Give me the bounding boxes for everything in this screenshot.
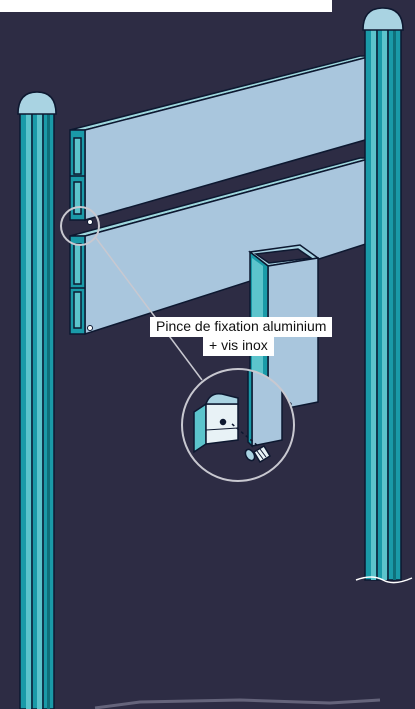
zoom-leader-line xyxy=(95,237,203,381)
top-white-strip xyxy=(0,0,332,12)
left-post xyxy=(17,91,57,709)
callout-label-line1: Pince de fixation aluminium xyxy=(150,317,333,337)
stainless-screw-icon xyxy=(244,444,272,464)
aluminium-clip-icon xyxy=(193,392,239,454)
ground-stroke xyxy=(94,698,381,709)
right-post xyxy=(355,7,413,584)
left-post-cap xyxy=(17,91,57,115)
zoom-source-circle xyxy=(60,206,100,246)
lower-panel xyxy=(69,157,373,336)
callout-label-line2: + vis inox xyxy=(203,336,274,356)
upper-panel xyxy=(69,55,373,221)
right-post-cap xyxy=(362,7,404,31)
panel-screw-dot xyxy=(87,219,93,225)
zoom-detail xyxy=(181,368,295,482)
panel-screw-dot xyxy=(87,325,93,331)
